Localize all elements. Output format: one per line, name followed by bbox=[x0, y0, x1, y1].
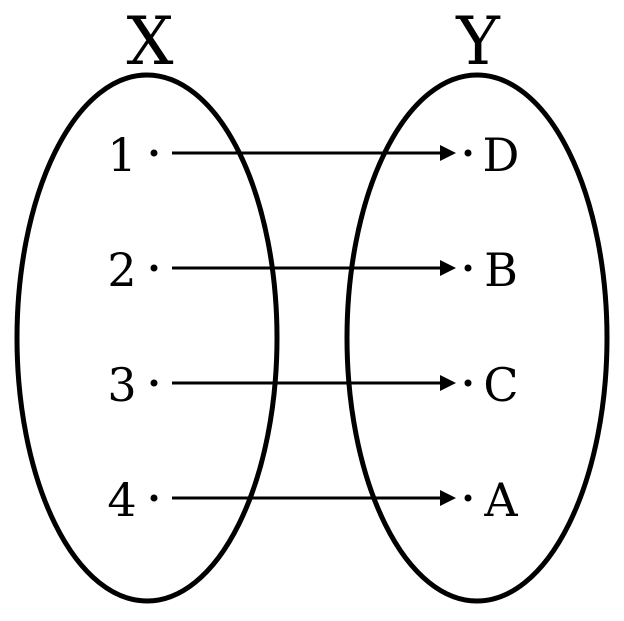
arrowhead-1-to-d bbox=[440, 145, 456, 161]
y-point-c bbox=[464, 379, 472, 387]
x-point-2 bbox=[150, 264, 158, 272]
arrowhead-3-to-c bbox=[440, 375, 456, 391]
x-point-1 bbox=[150, 149, 158, 157]
y-element-a: A bbox=[483, 473, 518, 527]
x-point-4 bbox=[150, 494, 158, 502]
set-y-label: Y bbox=[455, 3, 501, 80]
y-element-b: B bbox=[484, 243, 518, 297]
x-element-3: 3 bbox=[107, 358, 136, 412]
y-point-d bbox=[464, 149, 472, 157]
x-element-1: 1 bbox=[107, 128, 136, 182]
x-point-3 bbox=[150, 379, 158, 387]
y-element-d: D bbox=[483, 128, 520, 182]
x-element-4: 4 bbox=[107, 473, 136, 527]
set-x-oval bbox=[14, 72, 280, 604]
y-point-b bbox=[464, 264, 472, 272]
arrowhead-2-to-b bbox=[440, 260, 456, 276]
y-point-a bbox=[464, 494, 472, 502]
arrowhead-4-to-a bbox=[440, 490, 456, 506]
y-element-c: C bbox=[483, 358, 518, 412]
set-y-oval bbox=[344, 72, 610, 604]
set-x-label: X bbox=[127, 3, 174, 80]
x-element-2: 2 bbox=[107, 243, 136, 297]
